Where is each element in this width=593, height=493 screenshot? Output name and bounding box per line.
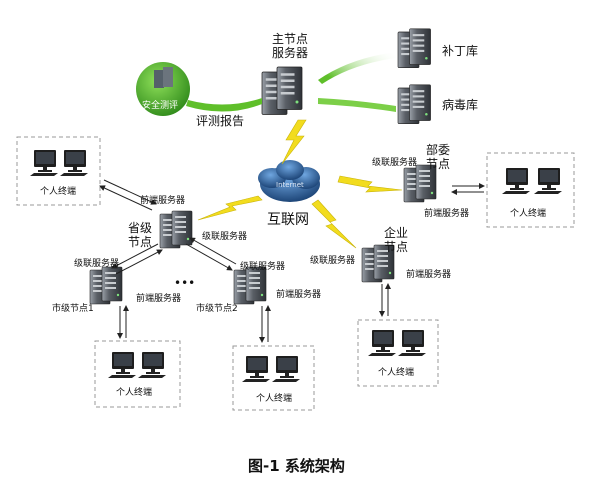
ministry-node-label-2: 节点	[425, 157, 450, 171]
ministry-node-label-1: 部委	[425, 143, 450, 157]
patch-library-server	[397, 28, 432, 69]
enterprise-front-label: 前端服务器	[406, 270, 452, 280]
city1-front-label: 前端服务器	[136, 294, 182, 304]
lightning-province	[197, 195, 263, 221]
terminal-box-city2	[232, 345, 315, 411]
patch-library-label: 补丁库	[442, 44, 479, 58]
ministry-front-label: 前端服务器	[424, 209, 470, 219]
figure-caption: 图-1 系统架构	[248, 457, 345, 475]
terminal-box-enterprise	[357, 319, 439, 387]
city1-cascade-label: 级联服务器	[74, 259, 120, 269]
city2-node-label: 市级节点2	[196, 304, 238, 314]
enterprise-terminal-label: 个人终端	[378, 368, 415, 378]
province-server	[159, 210, 193, 249]
security-to-main-arrow	[186, 98, 262, 112]
city1-node-label: 市级节点1	[52, 304, 94, 314]
city1-server	[89, 266, 123, 305]
virus-library-server	[397, 84, 432, 125]
terminal-box-ministry	[486, 152, 575, 228]
lightning-enterprise	[311, 199, 357, 249]
enterprise-node-label-1: 企业	[383, 226, 408, 240]
main-node-server	[261, 66, 303, 116]
internet-label: 互联网	[267, 212, 309, 228]
connection-arrows	[99, 179, 485, 343]
virus-to-main-arrow	[318, 98, 396, 112]
province-node-label-2: 节点	[127, 235, 152, 249]
internet-cloud	[258, 160, 320, 202]
city2-front-label: 前端服务器	[276, 290, 322, 300]
city2-terminal-label: 个人终端	[256, 394, 293, 404]
enterprise-cascade-label: 级联服务器	[310, 256, 356, 266]
main-node-label-2: 服务器	[271, 46, 308, 60]
lightning-ministry	[337, 175, 403, 193]
province-cascade-label: 级联服务器	[202, 232, 248, 242]
terminal-box-city1	[94, 340, 181, 408]
ministry-terminal-label: 个人终端	[510, 209, 547, 219]
province-node-label-1: 省级	[127, 221, 152, 235]
province-front-label: 前端服务器	[140, 196, 186, 206]
main-node-label-1: 主节点	[271, 32, 308, 46]
internet-cloud-text: Internet	[276, 181, 304, 189]
ellipsis-dots: •••	[174, 276, 196, 290]
ministry-cascade-label: 级联服务器	[372, 158, 418, 168]
province-terminal-label: 个人终端	[40, 187, 77, 197]
city2-cascade-label: 级联服务器	[240, 262, 286, 272]
patch-to-main-arrow	[318, 52, 396, 84]
lightning-main	[281, 119, 307, 165]
virus-library-label: 病毒库	[442, 98, 479, 112]
terminal-box-province	[16, 136, 101, 206]
security-eval-label: 安全测评	[142, 101, 179, 111]
enterprise-node-label-2: 节点	[383, 240, 408, 254]
security-eval-badge	[136, 62, 190, 116]
eval-report-label: 评测报告	[196, 114, 245, 128]
city1-terminal-label: 个人终端	[116, 388, 153, 398]
